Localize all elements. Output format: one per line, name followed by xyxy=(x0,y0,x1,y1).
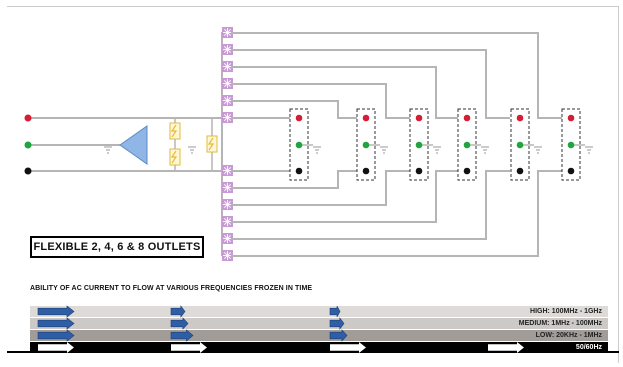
outlet-module xyxy=(409,108,441,181)
ground-symbol-icon xyxy=(104,146,196,154)
outlet-neutral-terminal xyxy=(516,141,524,149)
input-ground-terminal xyxy=(24,167,32,175)
snowflake-capacitor-icon xyxy=(222,250,233,261)
outlet-ground-terminal xyxy=(415,167,423,175)
outlet-neutral-terminal xyxy=(463,141,471,149)
band-label-high: HIGH: 100MHz - 1GHz xyxy=(530,308,602,315)
outlet-neutral-terminal xyxy=(362,141,370,149)
outlet-hot-terminal xyxy=(362,114,370,122)
outlet-neutral-terminal xyxy=(567,141,575,149)
outlet-hot-terminal xyxy=(567,114,575,122)
outlet-neutral-terminal xyxy=(415,141,423,149)
diagram-frame xyxy=(7,6,619,363)
surge-elements xyxy=(169,122,218,166)
outlet-options-label: FLEXIBLE 2, 4, 6 & 8 OUTLETS xyxy=(30,236,204,258)
capacitor-column xyxy=(222,27,233,261)
outlet-hot-terminal xyxy=(415,114,423,122)
outlet-hot-terminal xyxy=(516,114,524,122)
outlet-neutral-terminal xyxy=(295,141,303,149)
outlet-module xyxy=(510,108,542,181)
outlet-module xyxy=(561,108,593,181)
outlet-ground-terminal xyxy=(516,167,524,175)
outlet-ground-terminal xyxy=(463,167,471,175)
band-label-medium: MEDIUM: 1MHz - 100MHz xyxy=(518,320,602,327)
snowflake-capacitor-icon xyxy=(222,233,233,244)
outlet-ground-terminal xyxy=(295,167,303,175)
input-hot-terminal xyxy=(24,114,32,122)
snowflake-capacitor-icon xyxy=(222,182,233,193)
branch-wiring xyxy=(231,32,562,257)
frequency-chart-title: ABILITY OF AC CURRENT TO FLOW AT VARIOUS… xyxy=(30,285,313,292)
band-label-low: LOW: 20KHz - 1MHz xyxy=(535,332,602,339)
outlet-hot-terminal xyxy=(295,114,303,122)
outlet-module xyxy=(289,108,321,181)
outlet-module xyxy=(457,108,489,181)
frequency-band-mains: 50/60Hz xyxy=(30,342,608,353)
frequency-band-medium: MEDIUM: 1MHz - 100MHz xyxy=(30,318,608,329)
outlet-hot-terminal xyxy=(463,114,471,122)
snowflake-capacitor-icon xyxy=(222,27,233,38)
snowflake-capacitor-icon xyxy=(222,216,233,227)
snowflake-capacitor-icon xyxy=(222,112,233,123)
filter-triangle-icon xyxy=(119,125,148,165)
outlet-ground-terminal xyxy=(362,167,370,175)
outlet-modules xyxy=(289,108,593,181)
snowflake-capacitor-icon xyxy=(222,165,233,176)
frequency-band-low: LOW: 20KHz - 1MHz xyxy=(30,330,608,341)
outlet-ground-terminal xyxy=(567,167,575,175)
snowflake-capacitor-icon xyxy=(222,78,233,89)
frequency-band-high: HIGH: 100MHz - 1GHz xyxy=(30,306,608,317)
snowflake-capacitor-icon xyxy=(222,61,233,72)
input-neutral-terminal xyxy=(24,141,32,149)
snowflake-capacitor-icon xyxy=(222,44,233,55)
band-label-mains: 50/60Hz xyxy=(575,344,602,351)
snowflake-capacitor-icon xyxy=(222,199,233,210)
snowflake-capacitor-icon xyxy=(222,95,233,106)
outlet-module xyxy=(356,108,388,181)
